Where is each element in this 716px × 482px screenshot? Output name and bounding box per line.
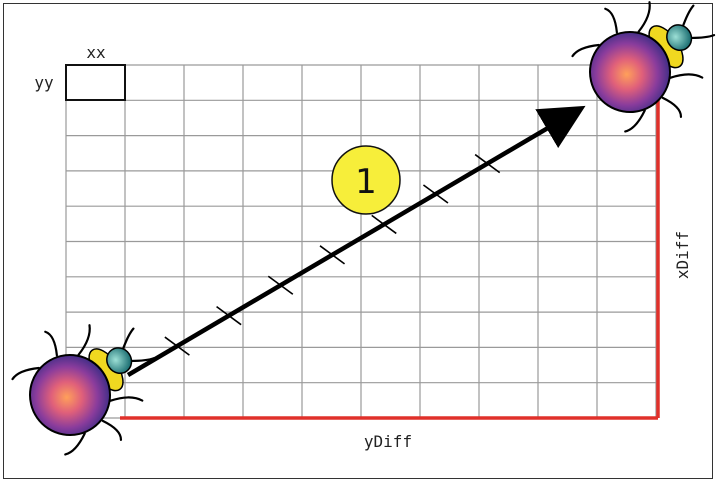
path-tick <box>267 275 294 295</box>
diff-lines <box>120 92 660 420</box>
path-ticks <box>164 153 501 356</box>
path-tick <box>164 336 190 356</box>
bug-icon <box>11 324 156 456</box>
step-badge: 1 <box>331 145 401 215</box>
horizontal-diff-label: yDiff <box>364 432 412 451</box>
path-arrow <box>126 105 586 377</box>
bug-icon <box>571 1 716 133</box>
vertical-diff-label: xDiff <box>673 231 692 279</box>
unit-cell <box>65 64 126 101</box>
step-number: 1 <box>355 162 377 202</box>
path-tick <box>474 153 501 174</box>
path-tick <box>216 306 242 326</box>
path-tick <box>371 214 397 235</box>
path-tick <box>319 245 346 265</box>
cell-height-label: yy <box>34 73 54 92</box>
path-tick <box>422 184 449 204</box>
cell-width-label: xx <box>86 43 106 62</box>
